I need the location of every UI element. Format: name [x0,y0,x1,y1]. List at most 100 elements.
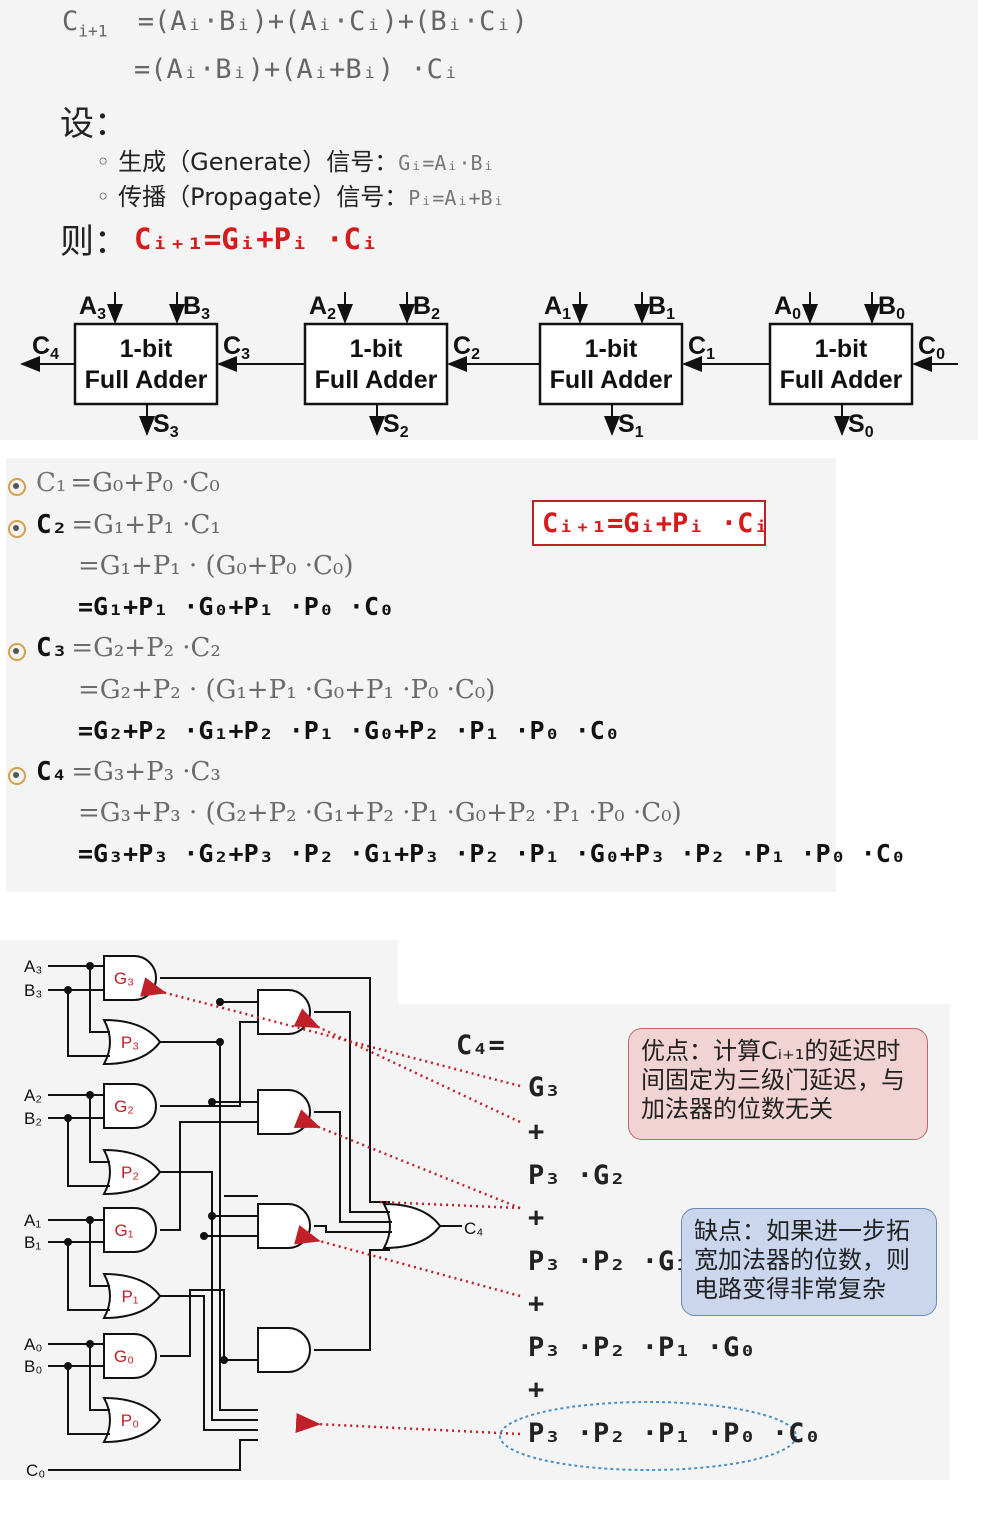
junction-dot [216,998,224,1006]
bullet-icon [8,477,26,496]
derivation-line: C₂=G₁+P₁ ·C₁ [8,510,221,540]
bullet-icon [8,642,26,661]
derivation-text: =G₂+P₂ · (G₁+P₁ ·G₀+P₁ ·P₀ ·C₀) [78,675,496,705]
derivation-line: C₄=G₃+P₃ ·C₃ [8,757,221,787]
disadvantage-note: 缺点：如果进一步拓宽加法器的位数，则电路变得非常复杂 [681,1208,937,1316]
derivation-text: =G₃+P₃ ·C₃ [71,757,221,787]
lookahead-and-gate [257,1203,311,1249]
wire [67,990,110,1057]
gate-label: G₁ [115,1221,134,1240]
carry-head: C₁ [36,468,67,498]
carry-head: C₄ [36,757,68,787]
then-label: 则： [60,222,128,262]
derivation-text: =G₀+P₀ ·C₀ [70,468,220,498]
term-arrow [140,977,521,1088]
full-adder-label: Full Adder [780,366,903,394]
wire [89,1344,110,1411]
gate-label: G₀ [114,1347,134,1366]
carry-in-label: C0 [918,332,945,363]
let-label: 设： [60,104,128,144]
generate-gate [103,1207,157,1253]
wire [160,977,390,1203]
sum-title: C₄= [456,1030,505,1061]
equation-line-2: =(Aᵢ·Bᵢ)+(Aᵢ+Bᵢ) ·Cᵢ [134,54,460,85]
derivation-text: =G₂+P₂ ·G₁+P₂ ·P₁ ·G₀+P₂ ·P₁ ·P₀ ·C₀ [78,716,620,745]
plus-sign: + [528,1288,545,1319]
wire [160,1295,258,1431]
derivation-text: =G₁+P₁ ·C₁ [71,510,221,540]
full-adder-label: Full Adder [550,366,673,394]
lookahead-and-gate [257,989,311,1035]
input-label-a: A3 [79,292,106,323]
input-label-b: B1 [648,292,675,323]
full-adder-box [768,322,914,406]
input-label: B₂ [24,1109,42,1128]
gate-label: G₂ [114,1097,134,1116]
carry-in-label: C3 [223,332,250,363]
junction-dot [220,1356,228,1364]
sum-label: S0 [848,410,874,440]
carry-head: C₃ [36,633,68,663]
derivation-line: =G₁+P₁ ·G₀+P₁ ·P₀ ·C₀ [8,592,394,621]
input-label: B₀ [24,1357,42,1376]
highlight-ellipse [499,1401,797,1471]
equation-line-1: Ci+1 =(Aᵢ·Bᵢ)+(Aᵢ·Cᵢ)+(Bᵢ·Cᵢ) [62,6,528,41]
wire [67,1118,110,1187]
wire [89,966,110,1033]
propagate-gate [102,1396,162,1444]
wire [314,1249,390,1351]
derivation-line: =G₂+P₂ · (G₁+P₁ ·G₀+P₁ ·P₀ ·C₀) [8,675,495,705]
derivation-text: =G₃+P₃ · (G₂+P₂ ·G₁+P₂ ·P₁ ·G₀+P₂ ·P₁ ·P… [78,798,682,828]
sum-term: G₃ [528,1072,561,1103]
gate-label: P₂ [121,1163,139,1182]
term-arrow [294,1225,521,1298]
derivation-text: =G₁+P₁ · (G₀+P₀ ·C₀) [78,551,354,581]
derivation-line: =G₃+P₃ ·G₂+P₃ ·P₂ ·G₁+P₃ ·P₂ ·P₁ ·G₀+P₃ … [8,839,906,868]
generate-gate [103,1083,157,1129]
input-label: A₂ [24,1086,42,1105]
junction-dot [208,1212,216,1220]
boxed-recurrence: Cᵢ₊₁=Gᵢ+Pᵢ ·Cᵢ [532,500,770,546]
full-adder-label: 1-bit [350,335,403,363]
derivation-text: =G₁+P₁ ·G₀+P₁ ·P₀ ·C₀ [78,592,395,621]
wire [314,1011,390,1213]
propagate-item: ◦传播（Propagate）信号：Pᵢ=Aᵢ+Bᵢ [96,183,505,211]
input-label: A₁ [24,1211,41,1230]
carry-or-gate [382,1202,442,1250]
wire [160,1041,258,1411]
wire [67,1242,110,1311]
input-label: B₃ [24,981,42,1000]
carry-in-label: C1 [688,332,715,363]
sum-term: P₃ ·G₂ [528,1160,626,1191]
plus-sign: + [528,1374,545,1405]
sum-label: S2 [383,410,409,440]
propagate-gate [102,1148,162,1196]
wire [160,1289,258,1361]
wire [160,1021,258,1107]
term-arrow [293,1109,521,1210]
output-label: C₄ [464,1219,483,1238]
input-label-a: A1 [544,292,571,323]
plus-sign: + [528,1202,545,1233]
wire [314,1111,392,1223]
sum-term: P₃ ·P₂ ·P₁ ·P₀ ·C₀ [528,1418,821,1449]
plus-sign: + [528,1116,545,1147]
derivation-line: =G₁+P₁ · (G₀+P₀ ·C₀) [8,551,354,581]
junction-dot [216,1038,224,1046]
derivation-line: C₁=G₀+P₀ ·C₀ [8,468,220,498]
derivation-panel: C₁=G₀+P₀ ·C₀ C₂=G₁+P₁ ·C₁ =G₁+P₁ · (G₀+P₀ … [6,458,906,892]
full-adder-label: 1-bit [815,335,868,363]
wire [89,1095,110,1163]
wire [314,1225,392,1233]
propagate-gate [102,1272,162,1320]
input-label-b: B0 [878,292,905,323]
carry-in-wire [48,1439,258,1471]
derivation-line: =G₂+P₂ ·G₁+P₂ ·P₁ ·G₀+P₂ ·P₁ ·P₀ ·C₀ [8,716,620,745]
derivation-text: =G₂+P₂ ·C₂ [71,633,221,663]
wire [160,1121,258,1231]
input-label: A₀ [24,1335,42,1354]
